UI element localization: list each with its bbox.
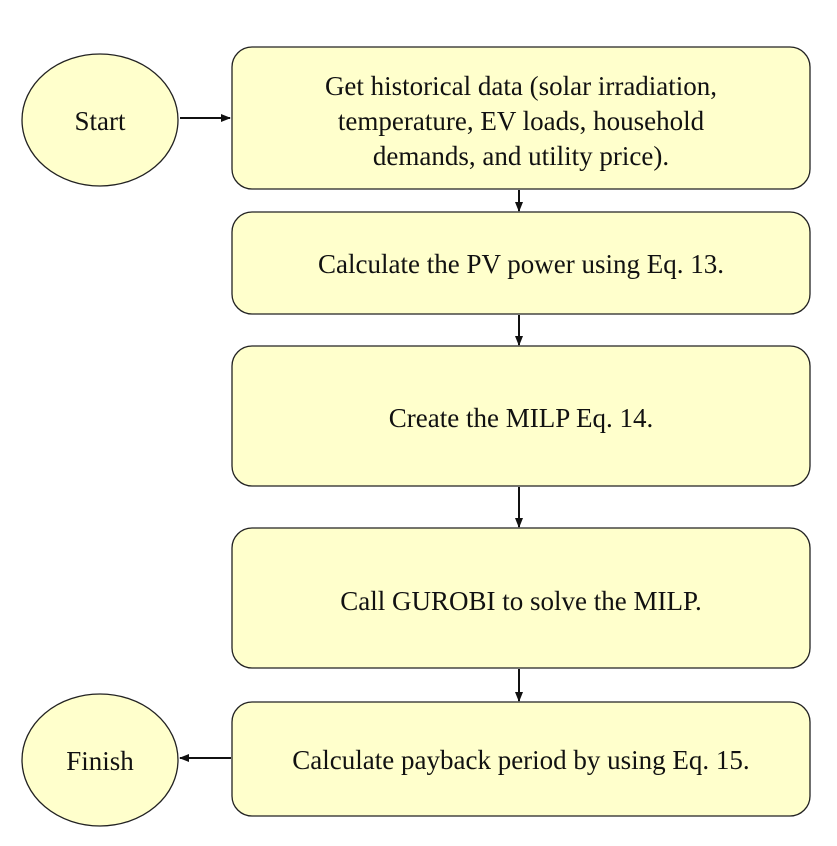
start-node: Start (21, 53, 179, 187)
step-3-label: Create the MILP Eq. 14. (389, 403, 653, 433)
step-2-label: Calculate the PV power using Eq. 13. (318, 249, 724, 279)
step-1-line-2: temperature, EV loads, household (338, 106, 705, 136)
step-get-historical-data: Get historical data (solar irradiation, … (231, 46, 811, 190)
step-calculate-pv-power: Calculate the PV power using Eq. 13. (231, 211, 811, 315)
step-1-line-1: Get historical data (solar irradiation, (325, 71, 717, 101)
finish-label: Finish (66, 746, 134, 776)
step-calculate-payback: Calculate payback period by using Eq. 15… (231, 701, 811, 817)
finish-node: Finish (21, 693, 179, 827)
step-create-milp: Create the MILP Eq. 14. (231, 345, 811, 487)
step-4-label: Call GUROBI to solve the MILP. (340, 586, 702, 616)
step-5-label: Calculate payback period by using Eq. 15… (292, 745, 749, 775)
start-label: Start (75, 106, 126, 136)
step-1-line-3: demands, and utility price). (373, 141, 669, 171)
step-call-gurobi: Call GUROBI to solve the MILP. (231, 527, 811, 669)
